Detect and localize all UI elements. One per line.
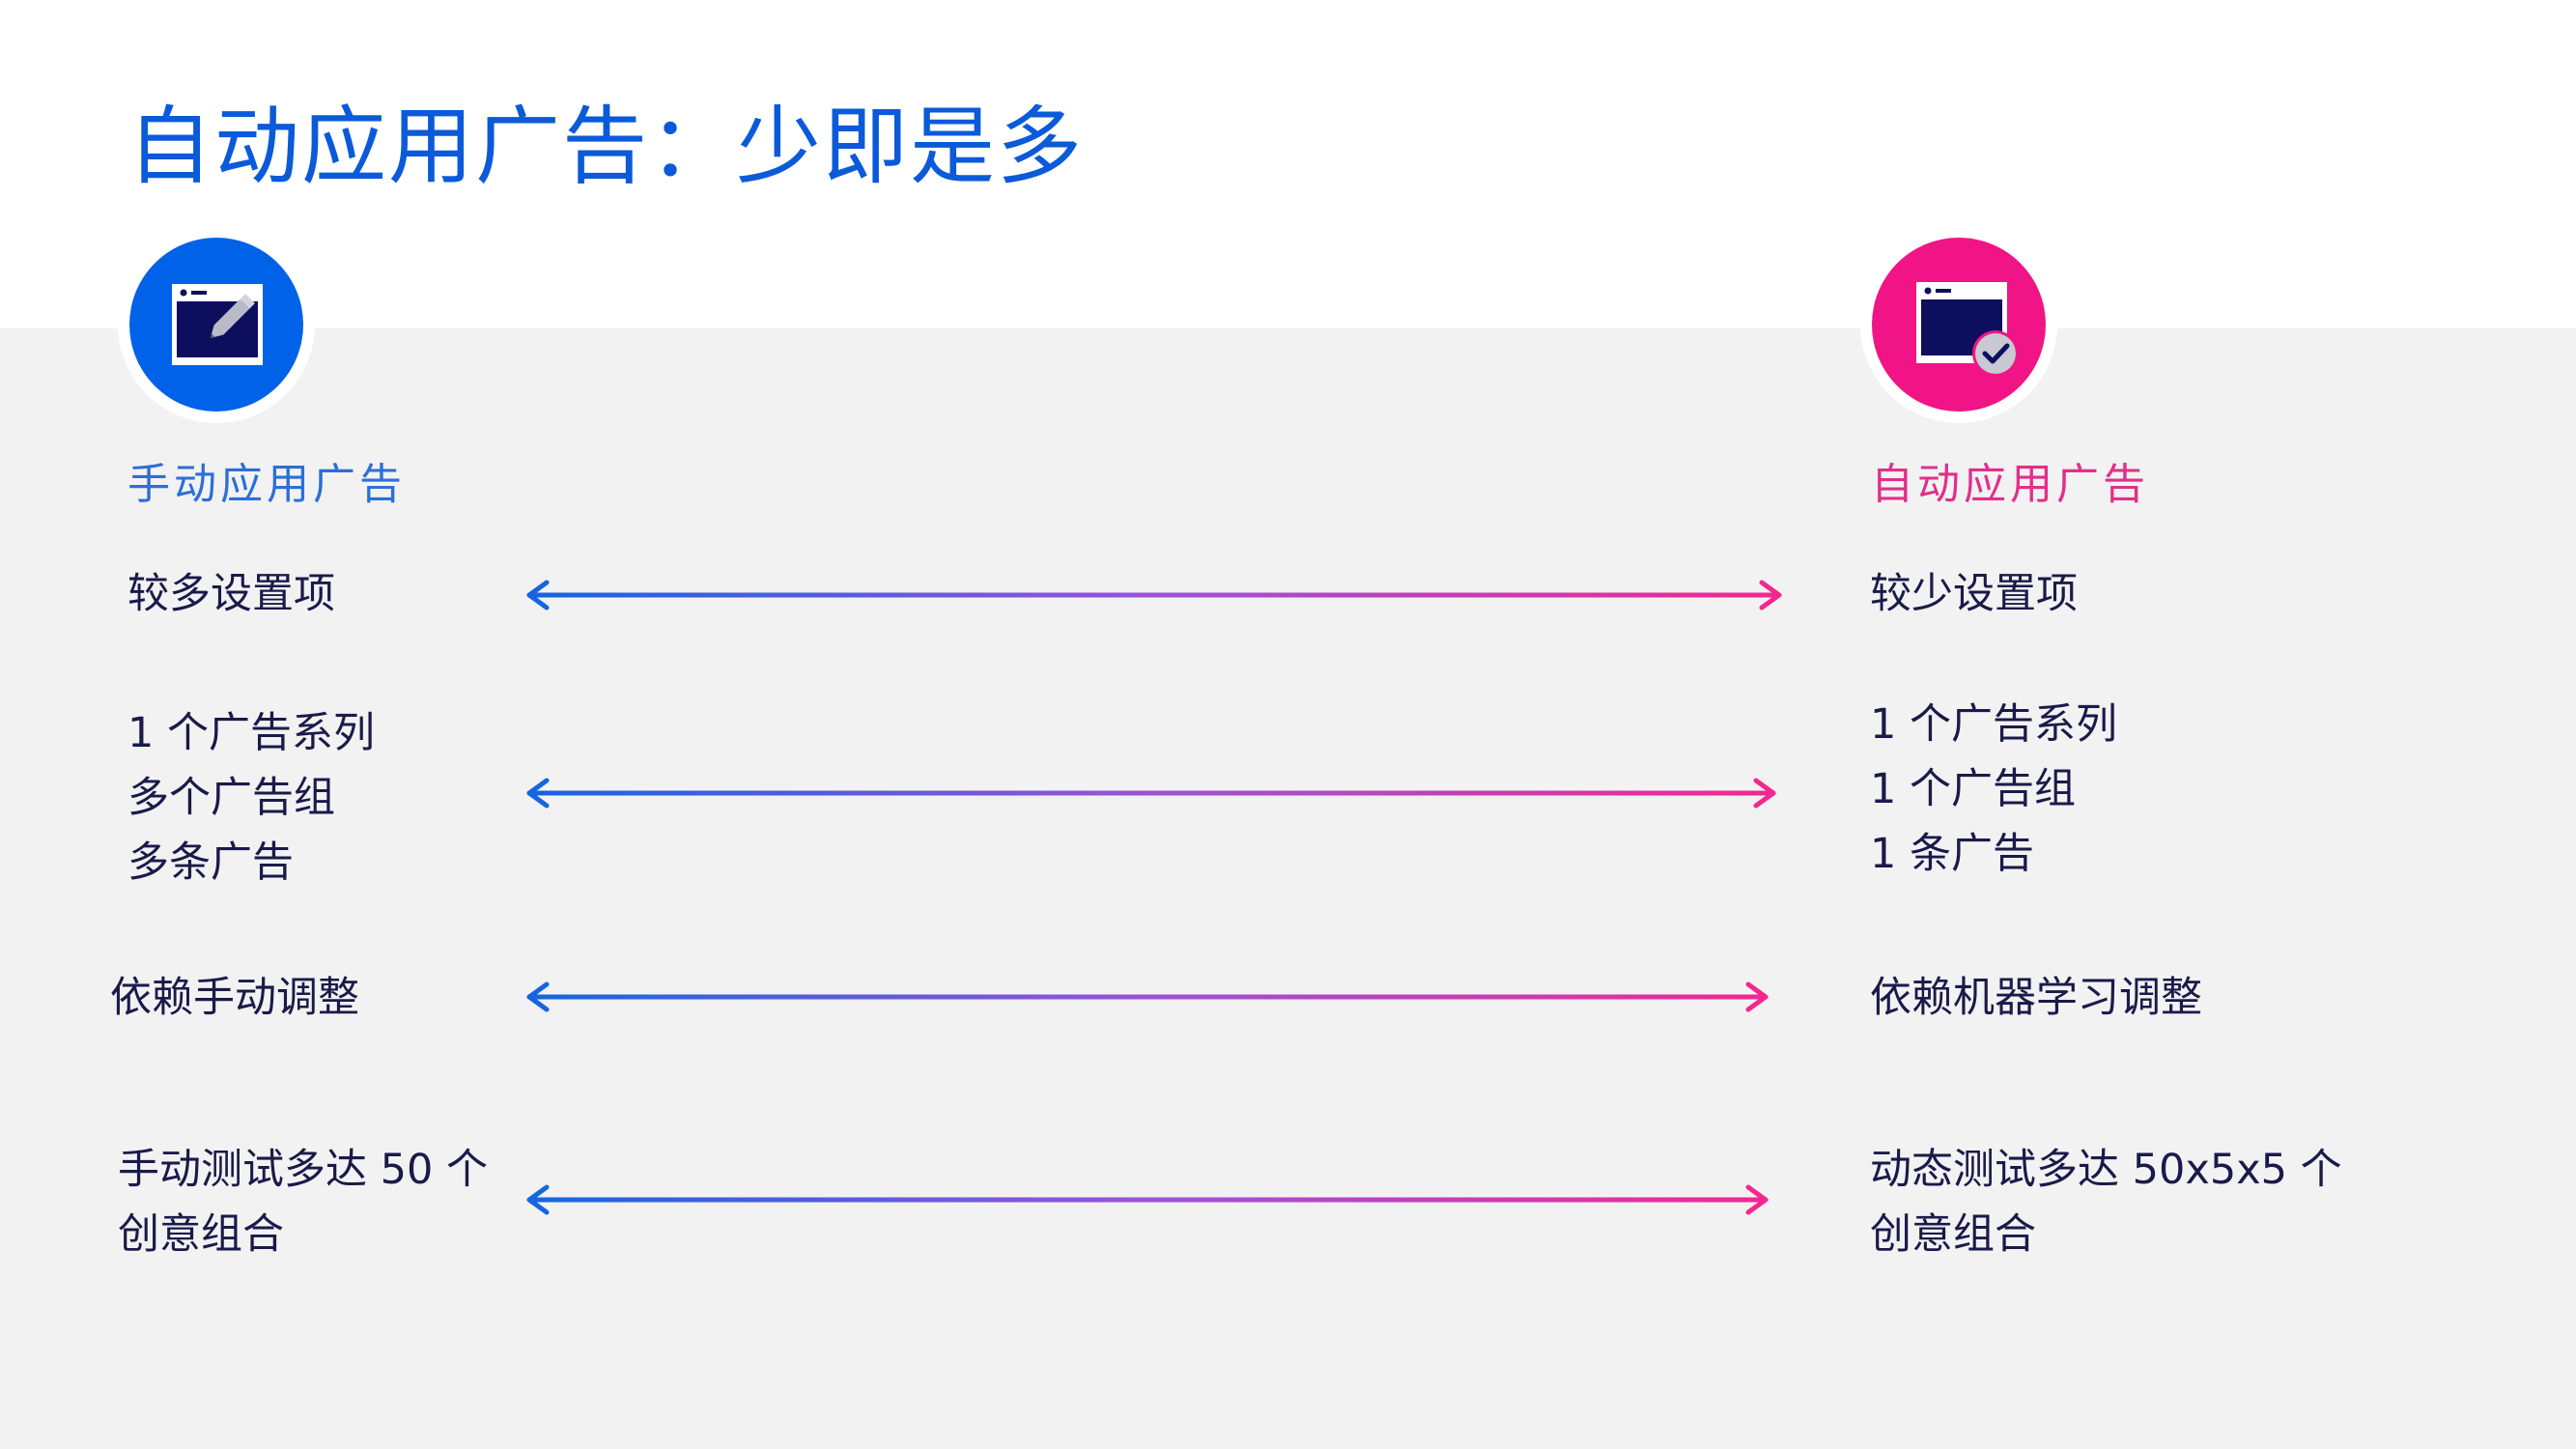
left-row-2-line-3: 多条广告 [127, 838, 294, 887]
right-row-4-line-1: 动态测试多达 50x5x5 个 [1870, 1146, 2342, 1194]
left-row-4-line-1: 手动测试多达 50 个 [118, 1146, 489, 1194]
right-row-2-line-3: 1 条广告 [1870, 830, 2035, 878]
manual-ads-heading: 手动应用广告 [127, 460, 406, 509]
right-row-3-line-1: 依赖机器学习调整 [1870, 974, 2202, 1022]
right-row-2-line-1: 1 个广告系列 [1870, 700, 2118, 749]
right-row-1-line-1: 较少设置项 [1870, 570, 2078, 618]
right-row-2-line-2: 1 个广告组 [1870, 765, 2077, 813]
left-row-2-line-2: 多个广告组 [127, 774, 335, 822]
auto-ads-heading: 自动应用广告 [1871, 460, 2149, 509]
page-title: 自动应用广告：少即是多 [127, 97, 1085, 196]
comparison-background [0, 328, 2576, 1449]
browser-edit-icon [129, 238, 303, 412]
browser-check-icon [1872, 238, 2046, 412]
left-row-1-line-1: 较多设置项 [127, 570, 335, 618]
left-row-3-line-1: 依赖手动调整 [110, 974, 359, 1022]
left-row-4-line-2: 创意组合 [118, 1210, 284, 1259]
right-row-4-line-2: 创意组合 [1870, 1210, 2036, 1259]
left-row-2-line-1: 1 个广告系列 [127, 709, 376, 757]
